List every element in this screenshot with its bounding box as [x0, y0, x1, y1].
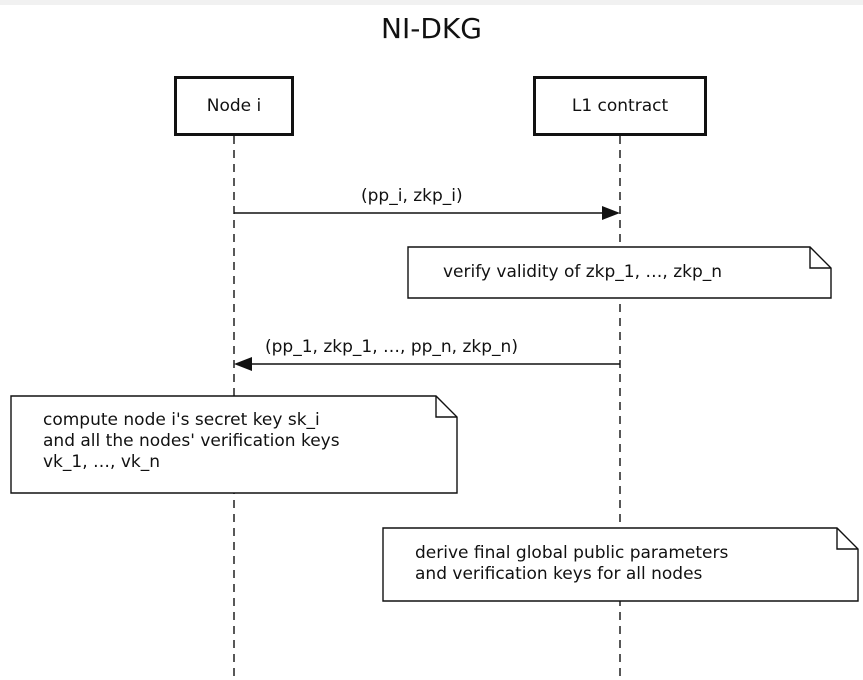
note-1-line-1: verify validity of zkp_1, …, zkp_n — [443, 262, 723, 282]
participant-node-i-label: Node i — [206, 96, 262, 116]
note-box-2 — [10, 395, 458, 494]
note-2-line-1: compute node i's secret key sk_i — [43, 410, 320, 430]
note-box-3 — [382, 527, 859, 602]
participant-l1-contract: L1 contract — [533, 76, 707, 136]
participant-l1-contract-label: L1 contract — [571, 96, 669, 116]
note-2-line-3: vk_1, …, vk_n — [43, 452, 161, 472]
message-arrowhead-1 — [602, 206, 620, 220]
note-2-line-2: and all the nodes' verification keys — [43, 431, 340, 451]
note-fold-3 — [836, 528, 858, 550]
note-3-line-1: derive final global public parameters — [415, 543, 729, 563]
top-strip — [0, 0, 863, 5]
message-arrowhead-2 — [234, 357, 252, 371]
participant-node-i: Node i — [174, 76, 294, 136]
message-label-2: (pp_1, zkp_1, …, pp_n, zkp_n) — [265, 337, 518, 357]
note-text-2: compute node i's secret key sk_i and all… — [43, 410, 340, 473]
note-fold-1 — [809, 247, 831, 269]
note-text-1: verify validity of zkp_1, …, zkp_n — [443, 262, 722, 283]
note-box-1 — [407, 246, 832, 299]
diagram-title: NI-DKG — [381, 12, 482, 45]
message-label-1: (pp_i, zkp_i) — [361, 186, 463, 206]
note-3-line-2: and verification keys for all nodes — [415, 564, 703, 584]
note-fold-2 — [435, 396, 457, 418]
note-text-3: derive final global public parameters an… — [415, 543, 728, 585]
